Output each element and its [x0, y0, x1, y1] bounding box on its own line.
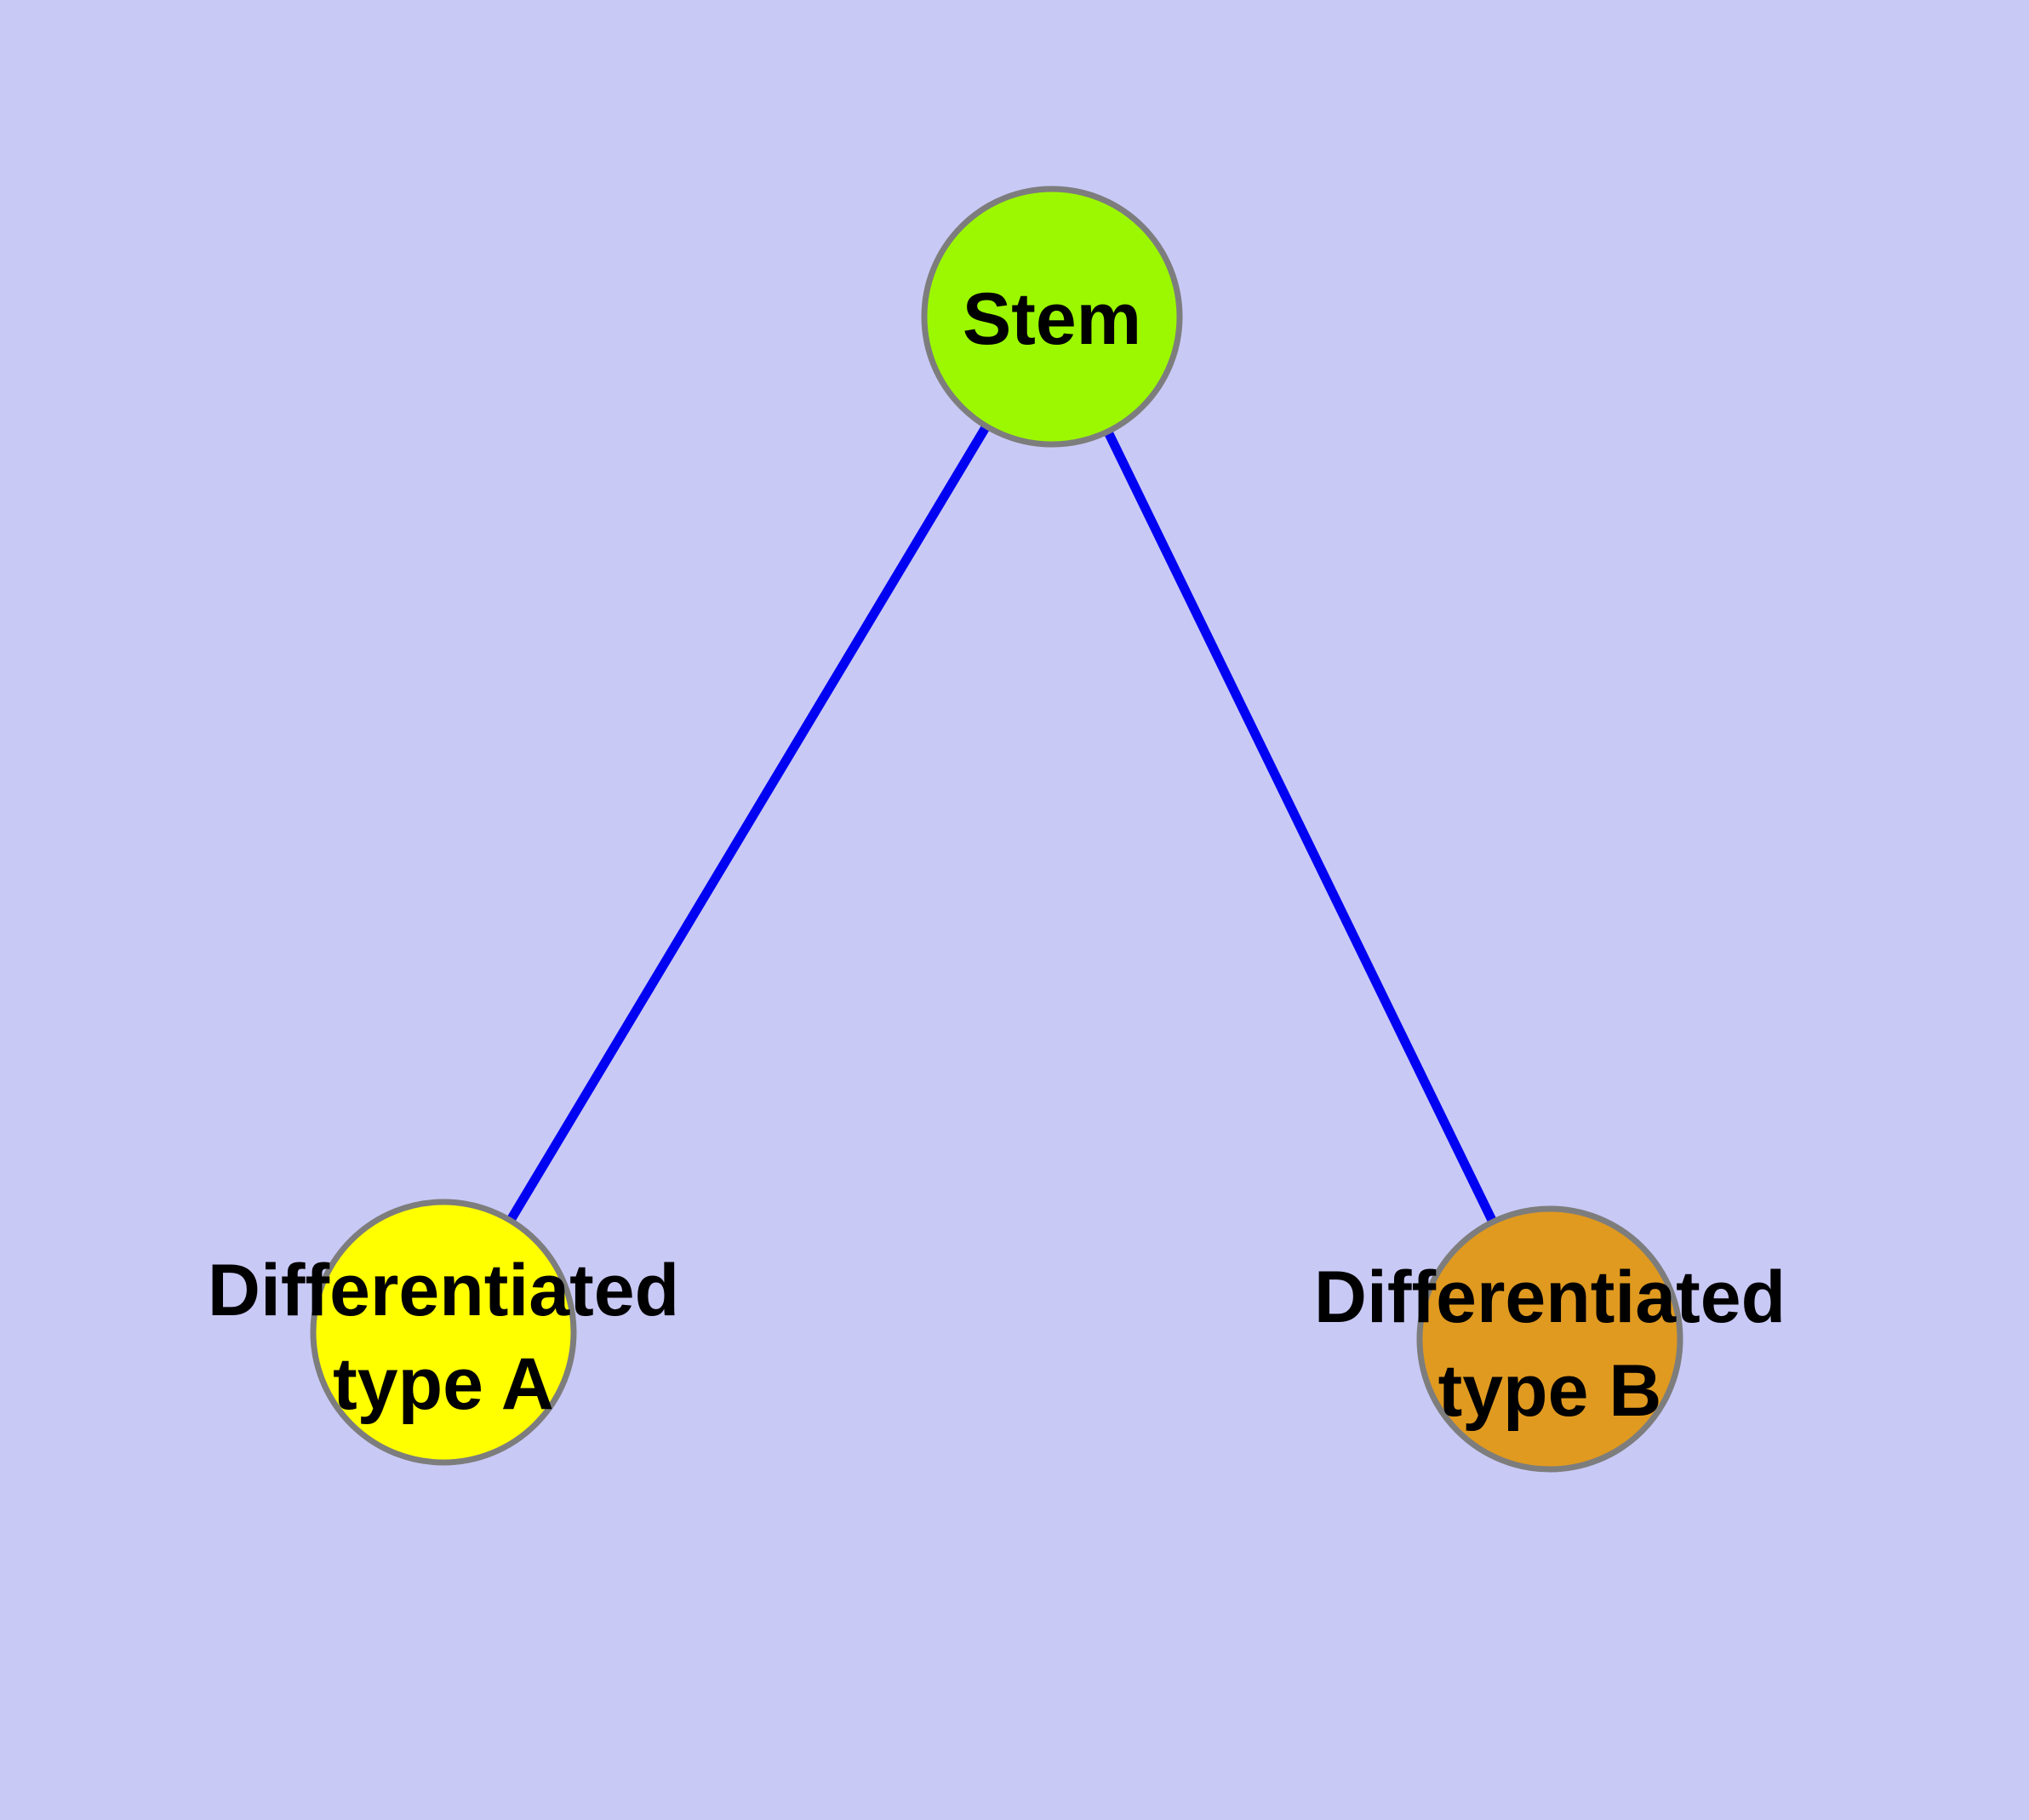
node-differentiated-type-b[interactable] — [1416, 1205, 1683, 1473]
node-differentiated-type-a[interactable] — [310, 1199, 577, 1466]
node-type-b-label-line2: type B — [1438, 1350, 1662, 1432]
node-stem-label: Stem — [963, 278, 1141, 360]
edge-stem-to-type-a — [439, 314, 1056, 1335]
node-type-a-label-line1: Differentiated — [208, 1250, 679, 1331]
edge-stem-to-type-b — [1048, 314, 1554, 1342]
node-type-a-label-line2: type A — [333, 1343, 554, 1425]
node-type-b-label-line1: Differentiated — [1314, 1256, 1786, 1338]
node-stem[interactable] — [921, 186, 1183, 448]
